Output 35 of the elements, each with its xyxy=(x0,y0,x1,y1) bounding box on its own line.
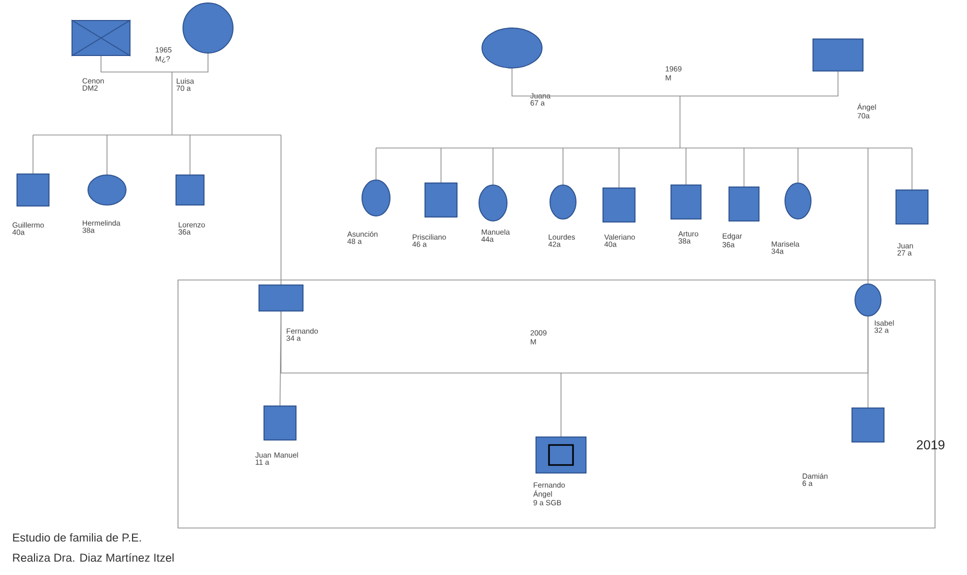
descent-line xyxy=(280,311,282,406)
male-square xyxy=(176,174,204,206)
male-square xyxy=(670,184,702,220)
male-square xyxy=(812,38,864,72)
marriage-line xyxy=(512,68,838,96)
male-square xyxy=(602,188,636,222)
female-circle xyxy=(362,180,390,216)
descent-line xyxy=(560,372,562,437)
deceased-square xyxy=(71,20,131,56)
patient-square xyxy=(536,436,586,474)
female-circle xyxy=(550,184,576,220)
caption-line: Realiza Dra. Diaz Martínez Itzel xyxy=(13,553,174,562)
male-square xyxy=(424,182,458,218)
female-circle xyxy=(88,174,126,206)
female-circle xyxy=(482,28,542,68)
descent-line xyxy=(618,148,620,188)
descent-line xyxy=(280,134,282,285)
female-circle xyxy=(182,2,234,54)
male-square xyxy=(258,284,304,312)
marriage-line xyxy=(100,53,208,72)
male-square xyxy=(264,406,296,440)
female-circle xyxy=(478,184,508,222)
male-square xyxy=(896,190,928,224)
descent-line xyxy=(32,134,34,174)
year-label: 2019 xyxy=(916,440,944,450)
descent-line xyxy=(562,148,564,185)
male-square xyxy=(16,174,50,206)
male-square xyxy=(852,408,884,442)
descent-line xyxy=(440,148,442,183)
female-circle xyxy=(784,182,812,220)
female-circle xyxy=(854,284,882,316)
descent-line xyxy=(492,148,494,185)
male-square xyxy=(728,186,760,222)
caption-line: Estudio de familia de P.E. xyxy=(13,533,141,542)
descent-line xyxy=(106,134,108,175)
